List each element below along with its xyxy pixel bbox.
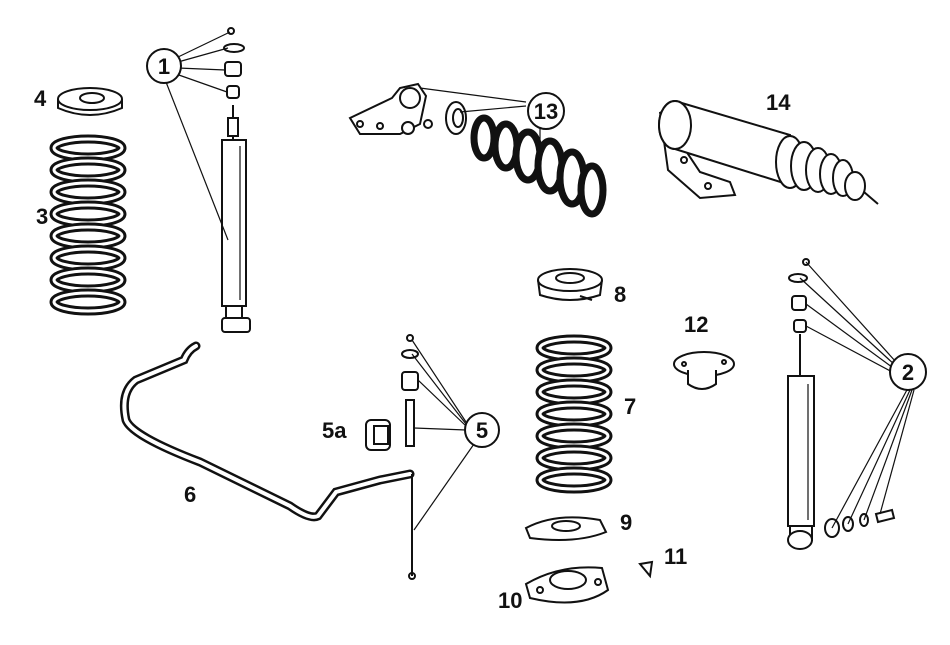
callout-9: 9 [620,510,632,535]
mounting-plate [524,566,610,604]
bellows-unit [658,100,879,205]
stabilizer-link [401,334,419,580]
callout-circles [146,48,927,448]
shock-absorber-front [221,27,251,333]
callout-4: 4 [34,86,47,111]
callout-11: 11 [664,544,687,569]
callout-1: 1 [158,54,170,79]
callout-13: 13 [534,99,558,124]
spring-pad [524,516,608,541]
shock-absorber-rear [787,258,896,550]
callout-14: 14 [766,90,791,115]
callout-6: 6 [184,482,196,507]
small-pin [638,560,654,579]
callout-8: 8 [614,282,626,307]
coil-spring-center [540,339,608,489]
callout-7: 7 [624,394,636,419]
anti-roll-bar [119,341,415,522]
coil-spring-left [54,139,122,311]
callout-12: 12 [684,312,708,337]
spring-assembly-front [348,82,607,218]
spring-seat-upper [57,87,123,116]
spring-seat-center [537,268,603,301]
leader-lines [165,31,915,531]
bump-stop [673,351,735,390]
callout-5: 5 [476,418,488,443]
callout-2: 2 [902,360,914,385]
callout-10: 10 [498,588,522,613]
bushing [365,419,391,451]
callout-5a: 5a [322,418,347,443]
callout-3: 3 [36,204,48,229]
